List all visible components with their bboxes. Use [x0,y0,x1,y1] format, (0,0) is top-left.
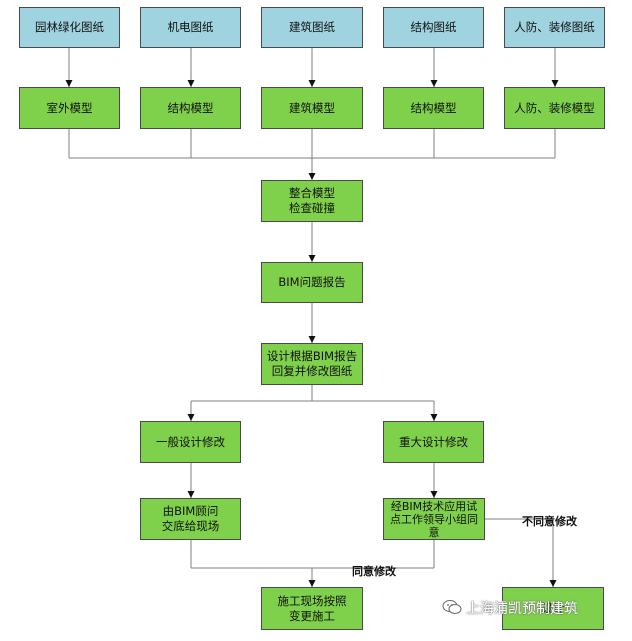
drawing-structure: 结构图纸 [383,7,484,48]
drawing-civil-defense-decoration: 人防、装修图纸 [504,7,605,48]
wechat-icon [442,600,462,614]
model-structure-2: 结构模型 [383,87,484,129]
drawing-landscape: 园林绿化图纸 [19,7,120,48]
watermark-text: 上海浦凯预制建筑 [466,601,578,617]
disagree-label: 不同意修改 [522,515,577,528]
bim-report-box: BIM问题报告 [261,262,363,303]
model-architecture: 建筑模型 [261,87,363,129]
drawing-architecture: 建筑图纸 [261,7,363,48]
leadership-approval-box: 经BIM技术应用试 点工作领导小组同 意 [383,498,485,540]
construction-box: 施工现场按照 变更施工 [261,587,363,630]
general-change-box: 一般设计修改 [140,421,241,463]
consultant-handover-box: 由BIM顾问 交底给现场 [140,498,241,540]
model-exterior: 室外模型 [19,87,120,129]
agree-label: 同意修改 [352,565,396,578]
integrate-model-box: 整合模型 检查碰撞 [261,180,363,222]
redesign-box: 设计 [502,587,604,630]
design-reply-box: 设计根据BIM报告 回复并修改图纸 [261,343,363,385]
model-civil-defense-decoration: 人防、装修模型 [504,87,605,129]
model-structure-1: 结构模型 [140,87,241,129]
major-change-box: 重大设计修改 [383,421,484,463]
drawing-mep: 机电图纸 [140,7,241,48]
